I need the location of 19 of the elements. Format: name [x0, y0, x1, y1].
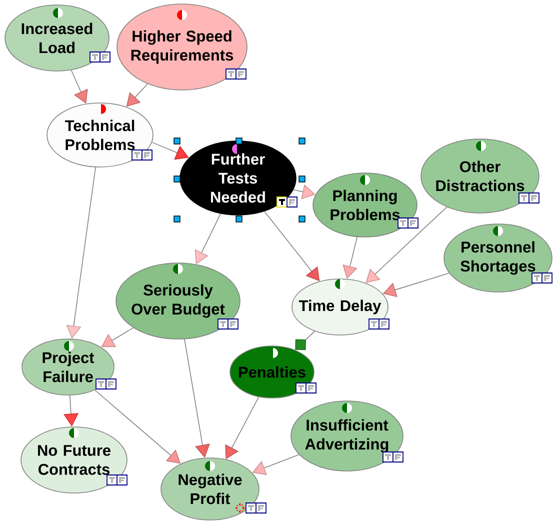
ellipse-node: Personnel Shortages [444, 224, 552, 292]
arrow [152, 142, 189, 160]
ellipse-node: Further Tests Needed [180, 140, 296, 216]
ellipse-node: Negative Profit [160, 458, 260, 520]
ellipse-node: Higher Speed Requirements [116, 4, 248, 90]
ellipse-node: Insufficient Advertizing [290, 400, 404, 472]
ellipse-node: Other Distractions [420, 138, 540, 214]
ellipse-node: Penalties [230, 346, 314, 398]
ellipse-node: No Future Contracts [20, 426, 128, 494]
arrow [126, 84, 148, 107]
ellipse-node: Technical Problems [46, 102, 154, 168]
ellipse-node: Increased Load [4, 4, 110, 72]
ellipse-node: Planning Problems [312, 172, 418, 238]
ellipse-node: Time Delay [292, 278, 388, 336]
ellipse-node: Seriously Over Budget [116, 262, 240, 340]
arrow [366, 206, 448, 283]
ellipse-node: Project Failure [22, 338, 114, 396]
arrow [101, 327, 134, 348]
arrow [295, 330, 316, 350]
